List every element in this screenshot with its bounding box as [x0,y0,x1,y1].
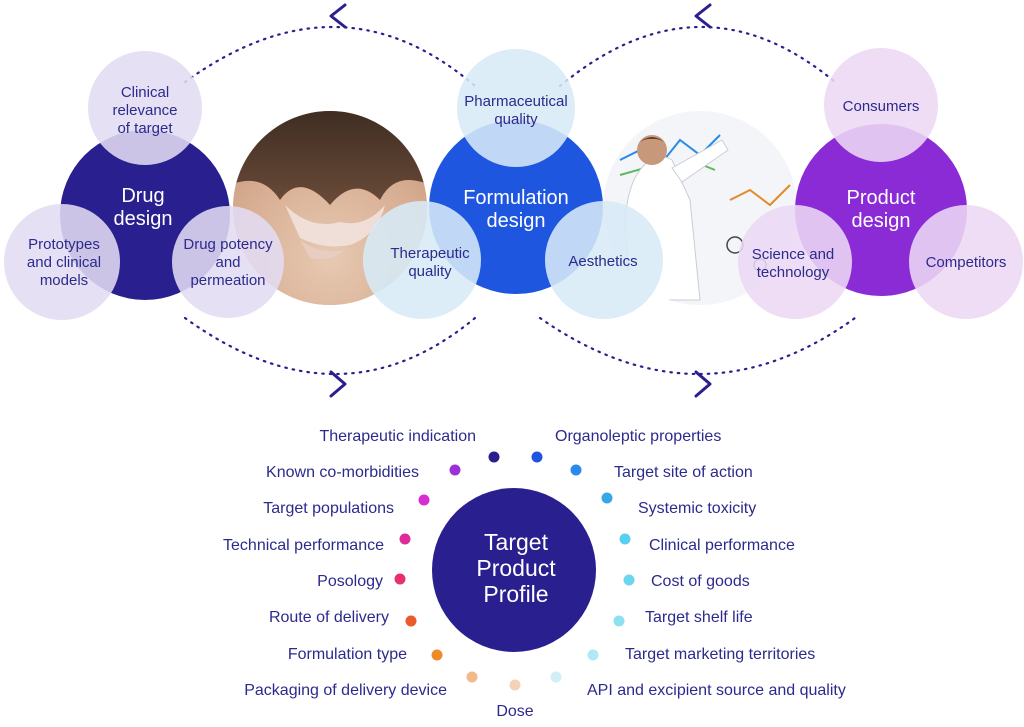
therapeutic-quality-label: Therapeutic [390,245,470,262]
aesthetics-label: Aesthetics [568,253,637,270]
tpp-item-systemic-toxicity: Systemic toxicity [638,500,756,517]
product-design-cluster [738,48,1023,319]
tpp-item-organoleptic-properties: Organoleptic properties [555,428,721,445]
tpp-dot-therapeutic-indication [488,451,500,463]
pharmaceutical-quality-label: Pharmaceutical [464,93,567,110]
tpp-dot-target-site-of-action [570,464,582,476]
tpp-dot-target-populations [418,494,430,506]
tpp-item-target-shelf-life: Target shelf life [645,609,753,626]
tpp-dot-cost-of-goods [623,574,635,586]
tpp-item-posology: Posology [317,573,383,590]
cycle-arrows [183,25,857,376]
drug-design-title: design [114,208,173,230]
upper-arc-right [558,25,837,88]
chevron-left-icon [329,3,347,29]
lower-arc-left [183,316,477,375]
drug-potency-label: permeation [190,272,265,289]
tpp-dot-target-marketing-territories [587,649,599,661]
product-design-title: Product [847,187,916,209]
consumers-node [824,48,938,162]
formulation-design-title: design [487,210,546,232]
tpp-dot-organoleptic-properties [531,451,543,463]
tpp-title: Profile [483,581,548,607]
clinical-relevance-label: relevance [112,102,177,119]
tpp-item-packaging-of-delivery-device: Packaging of delivery device [244,682,447,699]
tpp-dot-target-shelf-life [613,615,625,627]
tpp-dot-systemic-toxicity [601,492,613,504]
prototypes-label: Prototypes [28,236,100,253]
tpp-item-formulation-type: Formulation type [288,646,407,663]
drug-potency-label: Drug potency [183,236,273,253]
product-design-title: design [852,210,911,232]
tpp-item-cost-of-goods: Cost of goods [651,573,750,590]
drug-design-title: Drug [121,185,164,207]
prototypes-label: and clinical [27,254,101,271]
tpp-dot-route-of-delivery [405,615,417,627]
drug-potency-label: and [215,254,240,271]
drug-design-cluster [4,51,284,320]
tpp-title: Target [484,529,549,555]
tpp-dot-dose [509,679,521,691]
tpp-dot-posology [394,573,406,585]
tpp-item-target-site-of-action: Target site of action [614,464,753,481]
clinical-relevance-label: Clinical [121,84,169,101]
arrowheads [329,3,712,398]
competitors-node [909,205,1023,319]
therapeutic-quality-node [363,201,481,319]
pharmaceutical-quality-label: quality [494,111,538,128]
tpp-dot-technical-performance [399,533,411,545]
tpp-dot-formulation-type [431,649,443,661]
prototypes-node [4,204,120,320]
tpp-item-therapeutic-indication: Therapeutic indication [319,428,476,445]
therapeutic-quality-label: quality [408,263,452,280]
consumers-label: Consumers [843,98,920,115]
clinical-relevance-node [88,51,202,165]
science-technology-label: technology [757,264,830,281]
upper-arc-left [183,25,477,88]
clinical-relevance-label: of target [117,120,173,137]
tpp-item-known-co-morbidities: Known co-morbidities [266,464,419,481]
tpp-item-target-marketing-territories: Target marketing territories [625,646,815,663]
lower-arc-right [538,316,857,376]
formulation-design-cluster [363,49,663,319]
prototypes-label: models [40,272,88,289]
tpp-section: Target Product Profile Therapeutic indic… [223,428,846,720]
pharmaceutical-quality-node [457,49,575,167]
tpp-dot-api-and-excipient-source-and-quality [550,671,562,683]
tpp-item-technical-performance: Technical performance [223,537,384,554]
competitors-label: Competitors [926,254,1007,271]
tpp-item-dose: Dose [496,703,533,720]
tpp-dot-packaging-of-delivery-device [466,671,478,683]
tpp-item-route-of-delivery: Route of delivery [269,609,389,626]
aesthetics-node [545,201,663,319]
science-technology-label: Science and [752,246,835,263]
science-technology-node [738,205,852,319]
chevron-right-icon [329,370,347,398]
formulation-design-title: Formulation [463,187,569,209]
tpp-item-api-and-excipient-source-and-quality: API and excipient source and quality [587,682,846,699]
chevron-left-icon [694,3,712,29]
tpp-dot-known-co-morbidities [449,464,461,476]
tpp-item-clinical-performance: Clinical performance [649,537,795,554]
chevron-right-icon [694,370,712,398]
tpp-item-target-populations: Target populations [263,500,394,517]
tpp-title: Product [476,555,556,581]
tpp-center-circle [432,488,596,652]
drug-potency-node [172,206,284,318]
tpp-dot-clinical-performance [619,533,631,545]
